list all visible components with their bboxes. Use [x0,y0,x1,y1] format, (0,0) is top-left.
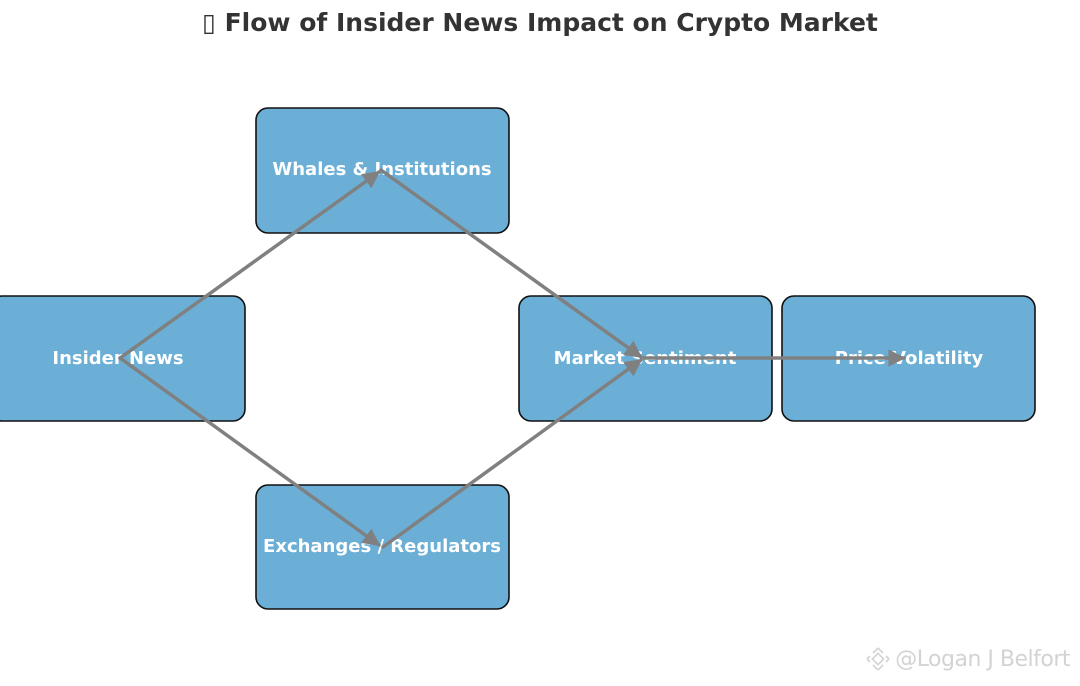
node-insider-news-label: Insider News [52,348,183,369]
diagram-title: ▯ Flow of Insider News Impact on Crypto … [0,8,1080,37]
node-volatility: Price Volatility [781,295,1036,422]
edge-exchanges-to-sentiment [381,358,643,549]
watermark-text: @Logan J Belfort [895,646,1070,672]
watermark: @Logan J Belfort [865,646,1070,672]
binance-logo-icon [866,647,890,671]
edge-whales-to-sentiment [379,168,643,359]
node-volatility-label: Price Volatility [835,348,984,369]
edge-insider-to-exchanges [118,356,381,547]
edge-insider-to-whales [118,170,381,360]
title-text: Flow of Insider News Impact on Crypto Ma… [224,8,878,37]
title-icon: ▯ [202,8,216,37]
